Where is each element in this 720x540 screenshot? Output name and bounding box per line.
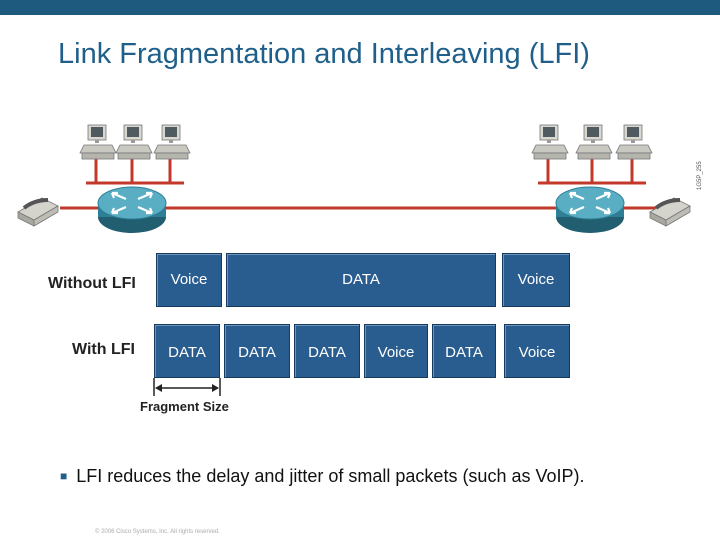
pc-icon xyxy=(531,124,569,160)
voice-packet: Voice xyxy=(504,324,570,378)
voice-packet: Voice xyxy=(156,253,222,307)
voice-packet: Voice xyxy=(502,253,570,307)
data-fragment: DATA xyxy=(224,324,290,378)
router-icon xyxy=(554,185,626,235)
data-fragment: DATA xyxy=(154,324,220,378)
data-fragment: DATA xyxy=(294,324,360,378)
pc-icon xyxy=(115,124,153,160)
ip-phone-icon xyxy=(16,196,60,228)
voice-packet: Voice xyxy=(364,324,428,378)
slide-title: Link Fragmentation and Interleaving (LFI… xyxy=(58,38,590,70)
without-lfi-label: Without LFI xyxy=(48,275,136,292)
copyright: © 2006 Cisco Systems, Inc. All rights re… xyxy=(95,529,220,535)
bullet-point: ■LFI reduces the delay and jitter of sma… xyxy=(60,466,585,486)
network-topology xyxy=(16,124,692,235)
top-banner xyxy=(0,0,720,15)
with-lfi-label: With LFI xyxy=(72,341,135,358)
ip-phone-icon xyxy=(648,196,692,228)
fragment-size-label: Fragment Size xyxy=(140,399,229,414)
pc-icon xyxy=(575,124,613,160)
data-packet: DATA xyxy=(226,253,496,307)
bullet-icon: ■ xyxy=(60,469,68,483)
figure-id: 1G5P_255 xyxy=(697,161,703,190)
data-fragment: DATA xyxy=(432,324,496,378)
router-icon xyxy=(96,185,168,235)
pc-icon xyxy=(615,124,653,160)
pc-icon xyxy=(79,124,117,160)
fragment-size-marker xyxy=(153,378,221,396)
pc-icon xyxy=(153,124,191,160)
